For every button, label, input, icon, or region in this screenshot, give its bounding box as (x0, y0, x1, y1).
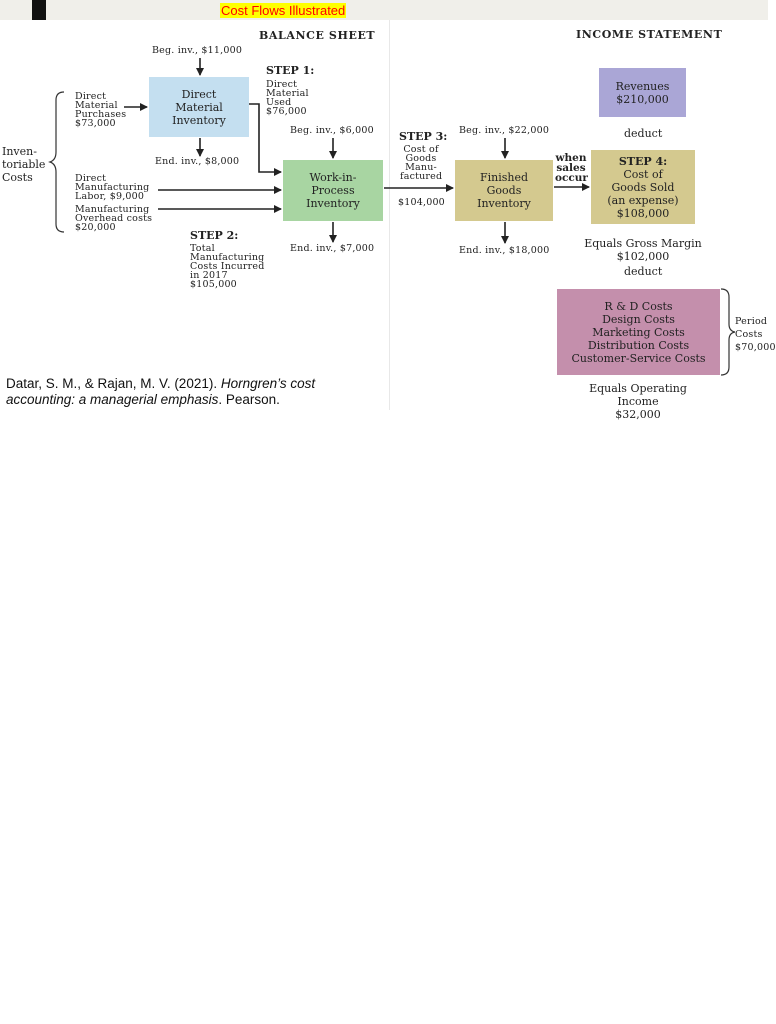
step4-title: STEP 4: (618, 154, 668, 168)
period-costs-brace (720, 288, 736, 376)
cost-flow-diagram (48, 58, 736, 376)
period-costs-label-box: R & D Costs Design Costs Marketing Costs… (571, 299, 706, 365)
revenues-box (599, 68, 686, 117)
wip-beg-inv: Beg. inv., $6,000 (290, 125, 374, 136)
direct-labor: Direct Manufacturing Labor, $9,000 (75, 173, 150, 202)
dm-end-inv: End. inv., $8,000 (155, 156, 240, 167)
operating-income: Equals Operating Income $32,000 (589, 382, 687, 421)
top-bar (0, 0, 768, 20)
revenues-label: Revenues $210,000 (615, 79, 670, 106)
step4-text: Cost of Goods Sold (an expense) $108,000 (607, 167, 679, 220)
fg-box-label: Finished Goods Inventory (477, 171, 531, 210)
wip-box (283, 160, 383, 221)
finished-goods-box (455, 160, 553, 221)
fg-beg-inv: Beg. inv., $22,000 (459, 125, 550, 136)
dm-beg-inv: Beg. inv., $11,000 (152, 45, 243, 56)
citation-authors: Datar, S. M., & Rajan, M. V. (2021). (6, 376, 221, 391)
fg-end-inv: End. inv., $18,000 (459, 245, 550, 256)
citation-title: Horngren’s cost accounting: a managerial… (6, 376, 316, 407)
step3-amount: $104,000 (398, 197, 445, 208)
when-sales-occur: when sales occur (555, 152, 588, 184)
dm-used-arrow (249, 103, 282, 176)
income-statement-header: INCOME STATEMENT (576, 28, 723, 41)
period-costs-box (557, 289, 720, 375)
slide-title: Cost Flows Illustrated (220, 3, 347, 18)
cogs-box (591, 150, 695, 224)
citation: Datar, S. M., & Rajan, M. V. (2021). Hor… (6, 376, 386, 408)
deduct-label-1: deduct (624, 127, 663, 140)
slide-marker (32, 0, 46, 20)
overhead-costs: Manufacturing Overhead costs $20,000 (75, 204, 153, 233)
statement-divider (389, 20, 390, 410)
inventoriable-brace (48, 91, 65, 233)
period-costs-label: Period Costs $70,000 (735, 316, 776, 353)
step1-text: Direct Material Used $76,000 (266, 79, 309, 117)
step2-title: STEP 2: (190, 229, 239, 242)
step3-title: STEP 3: (399, 130, 448, 143)
wip-box-label: Work-in- Process Inventory (306, 171, 360, 210)
step2-text: Total Manufacturing Costs Incurred in 20… (190, 243, 265, 290)
balance-sheet-header: BALANCE SHEET (259, 29, 376, 42)
step1-title: STEP 1: (266, 64, 315, 77)
cogs-box-label: STEP 4: Cost of Goods Sold (an expense) … (591, 150, 695, 224)
direct-material-box (149, 77, 249, 137)
step3-text: Cost of Goods Manu- factured (400, 144, 443, 182)
dm-purchases: Direct Material Purchases $73,000 (75, 91, 127, 129)
inventoriable-costs-label: Inven- toriable Costs (2, 145, 46, 184)
citation-publisher: . Pearson. (218, 392, 280, 407)
deduct-label-2: deduct (624, 265, 663, 278)
dm-box-label: Direct Material Inventory (172, 87, 226, 127)
wip-end-inv: End. inv., $7,000 (290, 243, 375, 254)
gross-margin: Equals Gross Margin $102,000 (584, 237, 702, 263)
